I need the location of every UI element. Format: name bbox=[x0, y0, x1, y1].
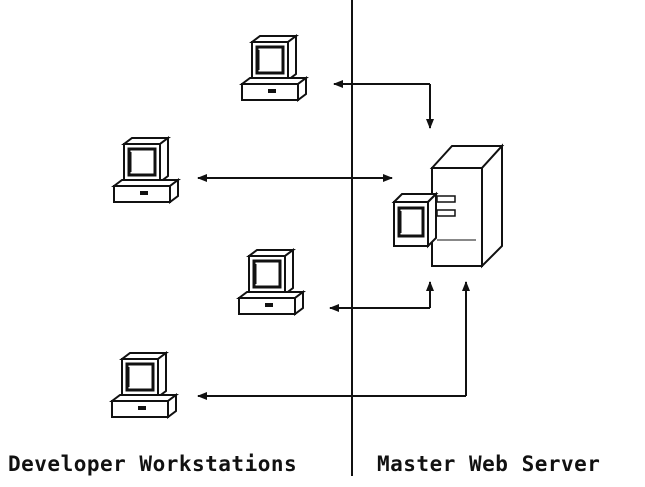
connection-lines bbox=[197, 80, 470, 400]
master-web-server-label: Master Web Server bbox=[377, 452, 601, 476]
workstation-icon bbox=[240, 34, 308, 102]
server-icon bbox=[391, 143, 505, 269]
developer-workstations-label: Developer Workstations bbox=[8, 452, 298, 476]
workstation-icon bbox=[237, 248, 305, 316]
workstation-icon bbox=[112, 136, 180, 204]
workstation-icon bbox=[110, 351, 178, 419]
